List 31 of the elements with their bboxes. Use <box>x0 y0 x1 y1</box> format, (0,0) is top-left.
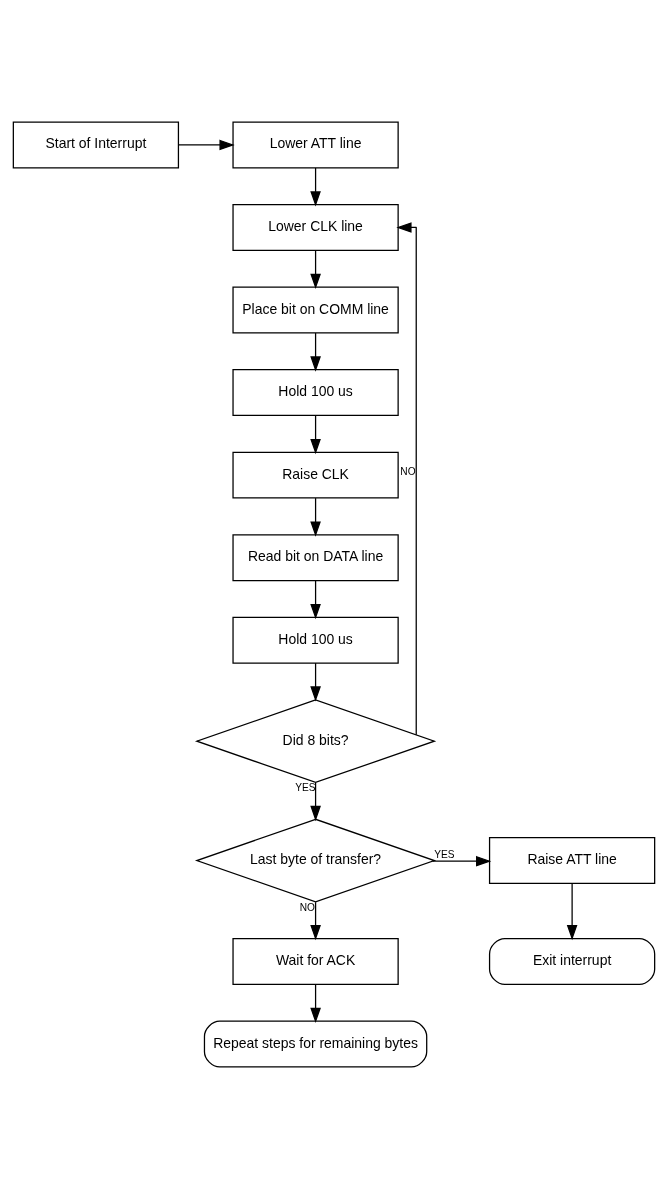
edge-label: YES <box>295 781 316 793</box>
node-box: Raise ATT line <box>488 836 656 884</box>
node-box: Lower CLK line <box>232 203 399 251</box>
arrow <box>310 983 321 1023</box>
node-box: Hold 100 us <box>232 616 399 664</box>
edge-label: NO <box>400 465 416 477</box>
arrow <box>396 221 417 735</box>
node-box: Lower ATT line <box>232 120 399 168</box>
node-box: Wait for ACK <box>232 937 399 985</box>
node-box: Exit interrupt <box>488 937 656 985</box>
edge-label: YES <box>434 848 455 860</box>
arrow <box>178 139 235 150</box>
node-box: Start of Interrupt <box>12 120 180 168</box>
node-box: Read bit on DATA line <box>232 533 399 581</box>
arrow <box>310 579 321 619</box>
edge-label: NO <box>299 901 315 913</box>
node-diamond: Did 8 bits? <box>194 698 437 783</box>
arrow <box>431 855 492 867</box>
node-box: Place bit on COMM line <box>232 286 399 334</box>
node-box: Raise CLK <box>232 451 399 499</box>
arrow <box>310 497 321 537</box>
arrow <box>310 901 321 940</box>
arrow <box>566 882 578 940</box>
arrow <box>310 414 321 454</box>
arrow <box>310 781 321 821</box>
node-box: Repeat steps for remaining bytes <box>203 1020 428 1068</box>
arrow <box>310 331 321 372</box>
arrow <box>310 249 321 289</box>
arrow <box>310 166 321 207</box>
arrow <box>310 662 321 702</box>
node-box: Hold 100 us <box>232 368 399 416</box>
